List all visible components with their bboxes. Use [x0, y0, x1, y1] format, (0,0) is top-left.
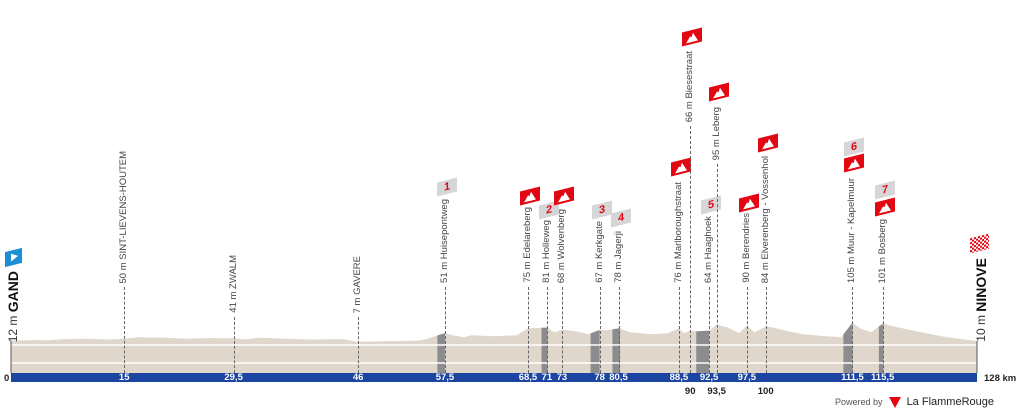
climb-flag-icon — [519, 186, 540, 206]
marker-dashed-line — [599, 287, 601, 373]
marker-dashed-line — [678, 287, 680, 373]
climb-flag-icon — [708, 82, 729, 102]
cobbled-sector-band — [590, 330, 600, 373]
cobbled-sector-band — [541, 327, 548, 373]
marker-label: 50 m SINT-LIEVENS-HOUTEM — [118, 150, 130, 284]
marker-dashed-line — [852, 287, 854, 373]
km-marker-label: 115,5 — [871, 372, 895, 383]
marker-label: 84 m Elverenberg - Vossenhol — [759, 155, 771, 283]
sector-number: 2 — [545, 203, 552, 217]
axis-end-label: 128 km — [984, 373, 1017, 384]
marker-dashed-line — [233, 317, 235, 373]
marker-label: 68 m Wolvenberg — [555, 208, 567, 283]
km-marker-label: 68,5 — [518, 372, 538, 383]
marker-dashed-line — [882, 287, 884, 373]
marker-label: 64 m Haaghoek — [703, 215, 715, 283]
marker-dashed-line — [746, 287, 748, 373]
start-city: GAND — [5, 270, 21, 312]
powered-by-text: Powered by — [835, 397, 883, 407]
km-marker-label: 111,5 — [841, 372, 864, 383]
km-marker-label: 78 — [594, 372, 605, 383]
marker-dashed-line — [358, 317, 360, 373]
mountain-icon — [712, 87, 725, 98]
km-marker-label: 80,5 — [609, 372, 628, 383]
marker-dashed-line — [709, 287, 711, 373]
finish-elevation: 10 m — [974, 315, 988, 342]
marker-label: 81 m Holleweg — [540, 220, 552, 283]
km-marker-label: 46 — [352, 372, 364, 383]
marker-label: 51 m Huisepontweg — [438, 199, 450, 283]
climb-flag-icon — [553, 186, 574, 206]
marker-label: 66 m Biesestraat — [684, 50, 696, 122]
mountain-icon — [674, 162, 687, 173]
marker-label: 101 m Bosberg — [876, 218, 888, 283]
marker-label: 41 m ZWALM — [227, 255, 239, 313]
km-marker-label: 29,5 — [224, 372, 243, 383]
marker-label: 76 m Marlboroughstraat — [672, 182, 684, 283]
marker-label: 78 m Jagerji — [612, 231, 624, 283]
climb-flag-icon — [844, 153, 865, 173]
climb-flag-icon — [670, 157, 691, 177]
cobbled-sector-band — [696, 330, 710, 373]
cobbled-sector-band — [612, 328, 621, 373]
marker-label: 67 m Kerkgate — [593, 221, 605, 283]
la-flamme-rouge-logo-icon — [888, 397, 901, 408]
mountain-icon — [523, 191, 536, 202]
mountain-icon — [878, 202, 891, 213]
km-marker-label: 93,5 — [707, 386, 726, 397]
mountain-icon — [761, 138, 774, 149]
marker-label: 105 m Muur - Kapelmuur — [846, 177, 858, 283]
axis-zero-label: 0 — [4, 373, 10, 384]
distance-bar — [11, 373, 977, 382]
cobbled-sector-band — [843, 322, 853, 373]
cobbled-sector-band — [437, 333, 445, 373]
cobbled-sector-band — [878, 323, 884, 373]
marker-dashed-line — [561, 287, 563, 373]
marker-label: 7 m GAVERE — [352, 255, 364, 313]
mountain-icon — [742, 198, 755, 209]
climb-flag-icon — [738, 193, 759, 213]
marker-dashed-line — [124, 287, 126, 373]
km-marker-label: 92,5 — [699, 372, 719, 383]
mountain-icon — [686, 32, 699, 43]
footer: Powered by La FlammeRouge — [835, 396, 994, 408]
sector-number: 5 — [708, 198, 715, 212]
sector-number: 6 — [851, 140, 858, 154]
finish-city: NINOVE — [973, 258, 989, 312]
marker-dashed-line — [765, 287, 767, 373]
km-marker-label: 100 — [757, 386, 774, 397]
start-label: 12 m GAND — [5, 271, 21, 342]
marker-dashed-line — [444, 287, 446, 373]
km-marker-label: 90 — [684, 386, 696, 397]
km-marker-label: 73 — [556, 372, 568, 383]
km-marker-label: 15 — [118, 372, 130, 383]
marker-dashed-line — [716, 164, 718, 373]
km-marker-label: 57,5 — [435, 372, 455, 383]
sector-number: 1 — [443, 180, 450, 194]
km-marker-label: 88,5 — [669, 372, 689, 383]
climb-flag-icon — [682, 27, 703, 47]
sector-number: 3 — [598, 203, 605, 217]
marker-dashed-line — [527, 287, 529, 373]
finish-label: 10 m NINOVE — [973, 258, 989, 342]
km-marker-label: 71 — [541, 372, 553, 383]
marker-dashed-line — [690, 126, 692, 373]
marker-dashed-line — [546, 287, 548, 373]
elevation-area — [11, 322, 977, 373]
climb-flag-icon — [757, 133, 778, 153]
marker-label: 90 m Berendries — [740, 213, 752, 283]
mountain-icon — [848, 158, 861, 169]
brand-name: La FlammeRouge — [906, 396, 994, 408]
mountain-icon — [557, 191, 570, 202]
sector-number: 4 — [617, 211, 624, 225]
marker-label: 95 m Leberg — [710, 106, 722, 160]
km-marker-label: 97,5 — [737, 372, 757, 383]
marker-dashed-line — [618, 287, 620, 373]
start-elevation: 12 m — [6, 315, 20, 342]
sector-number: 7 — [881, 183, 888, 197]
marker-label: 75 m Edelareberg — [521, 207, 533, 283]
climb-flag-icon — [874, 197, 895, 217]
